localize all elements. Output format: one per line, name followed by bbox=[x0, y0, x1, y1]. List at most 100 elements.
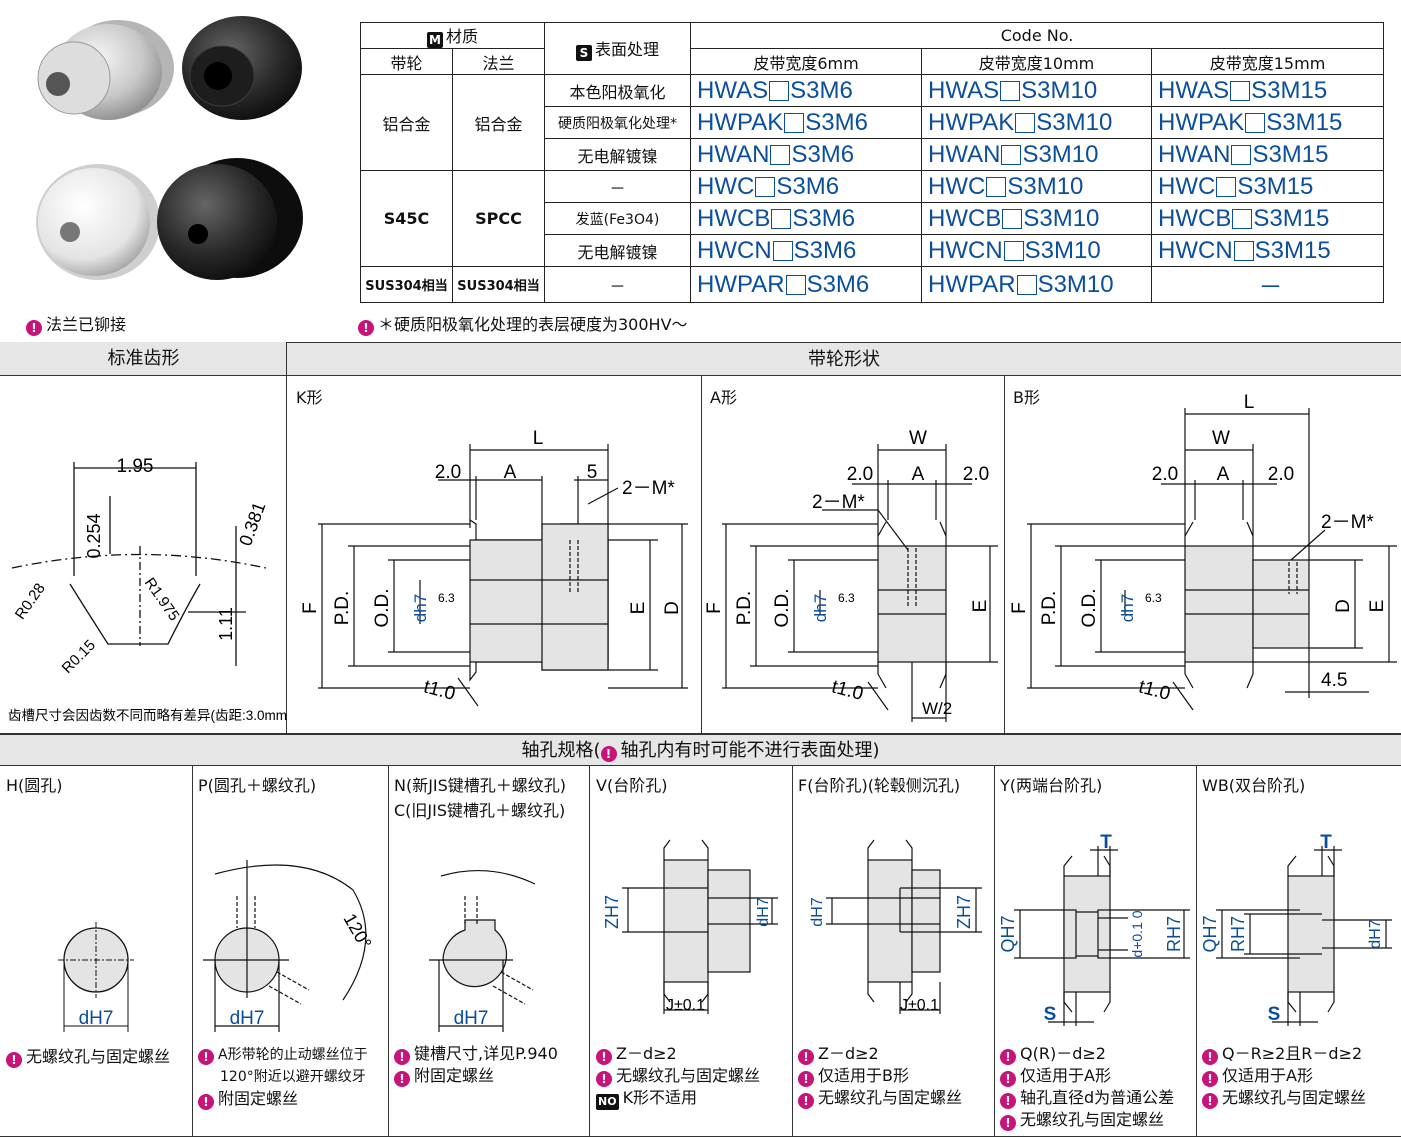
bore-h-notes: !无螺纹孔与固定螺丝 bbox=[6, 1043, 170, 1068]
svg-text:QH7: QH7 bbox=[1200, 915, 1220, 952]
tooth-pitch: 1.95 bbox=[117, 456, 154, 477]
blank-box-icon bbox=[1002, 208, 1023, 229]
info-icon: ! bbox=[596, 1071, 612, 1087]
svg-text:RH7: RH7 bbox=[1164, 916, 1184, 952]
info-icon: ! bbox=[600, 746, 617, 762]
surface-cell: 无电解镀镍 bbox=[544, 138, 692, 171]
svg-text:t1.0: t1.0 bbox=[829, 676, 865, 704]
tooth-r015: R0.15 bbox=[59, 637, 99, 677]
note-line: !仅适用于A形 bbox=[1202, 1065, 1366, 1087]
divider bbox=[1004, 376, 1005, 734]
divider bbox=[589, 766, 590, 1137]
note-line: 120°附近以避开螺纹牙 bbox=[220, 1069, 366, 1085]
svg-text:P.D.: P.D. bbox=[734, 591, 755, 626]
svg-text:D: D bbox=[1333, 599, 1354, 613]
info-icon: ! bbox=[6, 1052, 22, 1068]
note-line: !Q(R)－d≥2 bbox=[1000, 1043, 1174, 1065]
tooth-r1975: R1.975 bbox=[141, 575, 183, 624]
blank-box-icon bbox=[771, 208, 792, 229]
material-badge-icon: M bbox=[427, 32, 443, 48]
svg-text:F: F bbox=[704, 602, 725, 614]
blank-box-icon bbox=[1245, 112, 1266, 133]
bore-y-label: Y(两端台阶孔) bbox=[1000, 776, 1103, 795]
bore-p-notes: !A形带轮的止动螺丝位于 120°附近以避开螺纹牙 !附固定螺丝 bbox=[198, 1043, 368, 1110]
material-flange-cell: SPCC bbox=[451, 170, 546, 267]
blank-box-icon bbox=[1232, 208, 1253, 229]
pulley-shape-title: 带轮形状 bbox=[287, 343, 1401, 376]
surface-cell: 本色阳极氧化 bbox=[544, 74, 692, 107]
info-icon: ! bbox=[1000, 1049, 1016, 1065]
svg-text:dh7: dh7 bbox=[411, 594, 430, 622]
tooth-note: 齿槽尺寸会因齿数不同而略有差异(齿距:3.0mm) bbox=[8, 708, 287, 723]
info-icon: ! bbox=[358, 320, 374, 336]
note-line: !附固定螺丝 bbox=[394, 1065, 558, 1087]
tooth-r028: R0.28 bbox=[12, 580, 49, 623]
bore-wb-label: WB(双台阶孔) bbox=[1202, 776, 1306, 795]
svg-text:A: A bbox=[1217, 464, 1230, 485]
photo-caption: !法兰已铆接 bbox=[26, 311, 126, 336]
svg-text:S: S bbox=[1044, 1004, 1057, 1025]
note-line: !无螺纹孔与固定螺丝 bbox=[596, 1065, 760, 1087]
svg-text:T: T bbox=[1100, 832, 1112, 853]
material-pulley-cell: 铝合金 bbox=[360, 74, 453, 171]
info-icon: ! bbox=[798, 1049, 814, 1065]
svg-text:L: L bbox=[1244, 392, 1255, 413]
width15-header: 皮带宽度15mm bbox=[1151, 48, 1385, 75]
svg-text:120°: 120° bbox=[340, 910, 376, 952]
svg-text:A: A bbox=[504, 462, 517, 483]
note-line: !无螺纹孔与固定螺丝 bbox=[6, 1043, 170, 1068]
svg-text:d+0.1 0: d+0.1 0 bbox=[1129, 910, 1145, 957]
note-line: !轴孔直径d为普通公差 bbox=[1000, 1087, 1174, 1109]
code-cell: － bbox=[1151, 266, 1385, 303]
blank-box-icon bbox=[785, 274, 806, 295]
width6-header: 皮带宽度6mm bbox=[690, 48, 923, 75]
blank-box-icon bbox=[986, 176, 1007, 197]
bore-v-label: V(台阶孔) bbox=[596, 776, 668, 795]
blank-box-icon bbox=[1230, 80, 1251, 101]
info-icon: ! bbox=[1202, 1049, 1218, 1065]
tooth-profile-drawing: 1.95 0.254 0.381 R0.28 R1.975 R0.15 1.11… bbox=[8, 456, 287, 723]
surface-cell: 无电解镀镍 bbox=[544, 234, 692, 267]
k-shape-drawing: L 2.0 A 5 2－M* F P.D. O.D. dh7 6.3 E D t… bbox=[300, 428, 688, 707]
svg-text:L: L bbox=[533, 428, 544, 449]
svg-text:E: E bbox=[970, 600, 991, 613]
svg-text:W: W bbox=[909, 428, 927, 449]
material-pulley-cell: S45C bbox=[360, 170, 453, 267]
note-line: !无螺纹孔与固定螺丝 bbox=[798, 1087, 962, 1109]
divider bbox=[994, 766, 995, 1137]
info-icon: ! bbox=[394, 1049, 410, 1065]
info-icon: ! bbox=[394, 1071, 410, 1087]
note-line: !Z－d≥2 bbox=[798, 1043, 962, 1065]
bore-p-label: P(圆孔＋螺纹孔) bbox=[198, 776, 317, 795]
info-icon: ! bbox=[1000, 1071, 1016, 1087]
svg-text:6.3: 6.3 bbox=[838, 591, 855, 605]
blank-box-icon bbox=[772, 240, 793, 261]
blank-box-icon bbox=[770, 144, 791, 165]
a-shape-drawing: W 2.0 A 2.0 2－M* F P.D. O.D. dh7 6.3 E t… bbox=[704, 428, 998, 722]
note-line: !键槽尺寸,详见P.940 bbox=[394, 1043, 558, 1065]
svg-text:J±0.1: J±0.1 bbox=[900, 997, 939, 1014]
flange-header: 法兰 bbox=[451, 48, 546, 75]
svg-text:P.D.: P.D. bbox=[1039, 591, 1060, 626]
divider bbox=[1196, 766, 1197, 1137]
info-icon: ! bbox=[198, 1094, 214, 1110]
blank-box-icon bbox=[1016, 274, 1037, 295]
note-line: !仅适用于B形 bbox=[798, 1065, 962, 1087]
